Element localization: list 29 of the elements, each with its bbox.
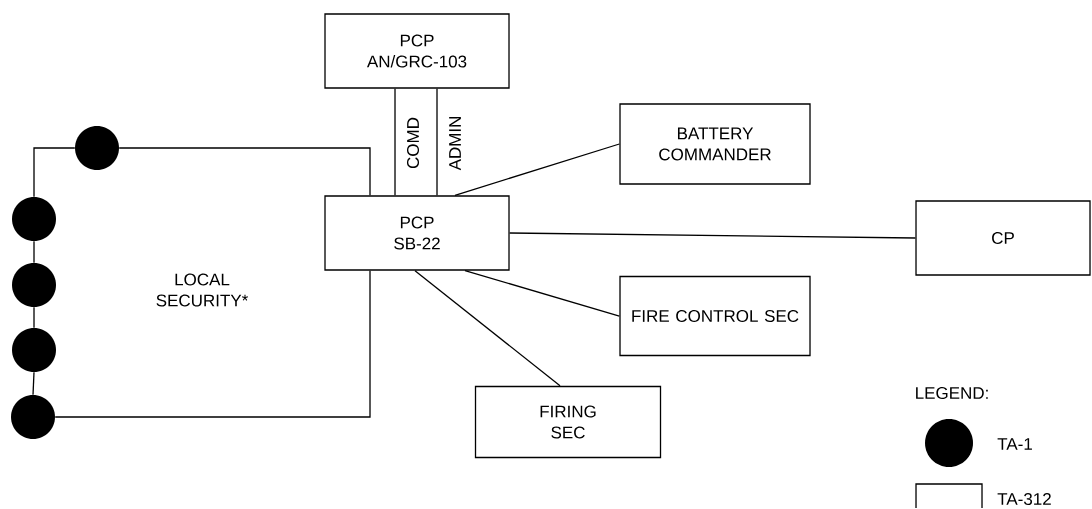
legend-label: TA-1: [997, 438, 1032, 450]
connector-line: [509, 232, 916, 239]
legend-label: TA-312: [997, 493, 1051, 506]
telephone-circle: [75, 126, 119, 170]
connector-line: [33, 147, 76, 198]
telephone-circle: [12, 328, 56, 372]
unit-box: BATTERY COMMANDER: [619, 103, 811, 185]
connector-line: [32, 371, 35, 396]
connector-line: [33, 306, 35, 329]
connector-line: [394, 88, 396, 196]
telephone-circle: [12, 197, 56, 241]
edge-label: ADMIN: [449, 117, 461, 171]
unit-box: FIRING SEC: [474, 385, 662, 459]
unit-box: FIRE CONTROL SEC: [619, 275, 811, 357]
text-label: LEGEND:: [916, 387, 988, 400]
connector-line: [33, 240, 35, 264]
connector-line: [454, 143, 620, 196]
text-label: LOCAL SECURITY*: [156, 273, 248, 307]
telephone-circle: [11, 395, 55, 439]
connector-line: [414, 270, 561, 387]
unit-box: CP: [915, 200, 1091, 276]
unit-box: PCP SB-22: [324, 195, 510, 271]
connector-line: [464, 270, 620, 317]
connector-line: [118, 147, 371, 196]
edge-label: COMD: [407, 117, 420, 169]
unit-box: PCP AN/GRC-103: [324, 13, 510, 89]
connector-line: [54, 270, 371, 418]
connector-line: [436, 88, 438, 196]
telephone-circle: [12, 263, 56, 307]
